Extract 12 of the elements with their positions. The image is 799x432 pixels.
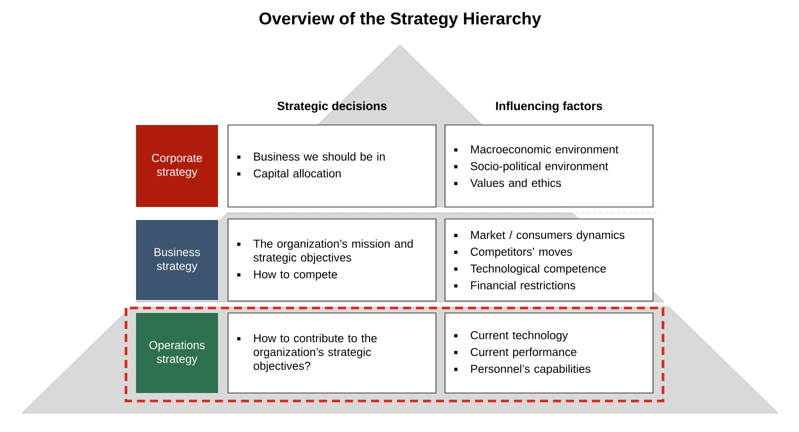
column-header: Strategic decisions: [277, 101, 387, 113]
level-box: Operations strategy: [136, 313, 218, 393]
content-box: The organization’s mission and strategic objectives How to compete: [228, 218, 436, 302]
content-box: How to contribute to the organization’s strategic objectives?: [228, 312, 436, 394]
content-box: Current technology Current performance Personnel’s capabilities: [444, 312, 654, 394]
content-box: Macroeconomic environment Socio-political environment Values and ethics: [444, 124, 654, 208]
title: Overview of the Strategy Hierarchy: [259, 12, 542, 28]
level-box: Business strategy: [136, 220, 218, 300]
column-header: Influencing factors: [496, 101, 602, 113]
content-box: Market / consumers dynamics Competitors’ moves Technological competence Financial restrictions: [444, 218, 654, 302]
level-box: Corporate strategy: [136, 125, 218, 207]
content-box: Business we should be in Capital allocation: [228, 124, 436, 208]
